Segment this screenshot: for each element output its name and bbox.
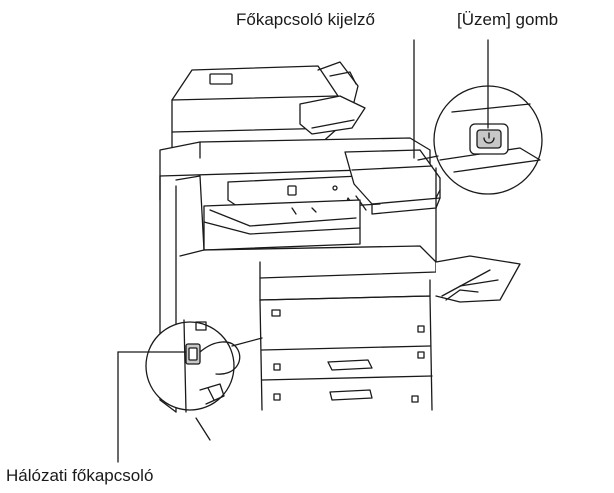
output-tray	[175, 175, 361, 257]
power-button-magnifier	[417, 85, 543, 199]
bypass-tray	[435, 255, 521, 303]
document-feeder	[171, 61, 366, 151]
main-power-switch-label: Hálózati főkapcsoló	[6, 466, 154, 485]
power-icon	[483, 137, 495, 144]
main-switch-magnifier	[145, 319, 263, 413]
main-power-indicator-label: Főkapcsoló kijelző	[236, 10, 375, 29]
operation-panel	[227, 149, 441, 215]
leader-lines	[117, 39, 489, 463]
power-button-label: [Üzem] gomb	[457, 10, 559, 29]
